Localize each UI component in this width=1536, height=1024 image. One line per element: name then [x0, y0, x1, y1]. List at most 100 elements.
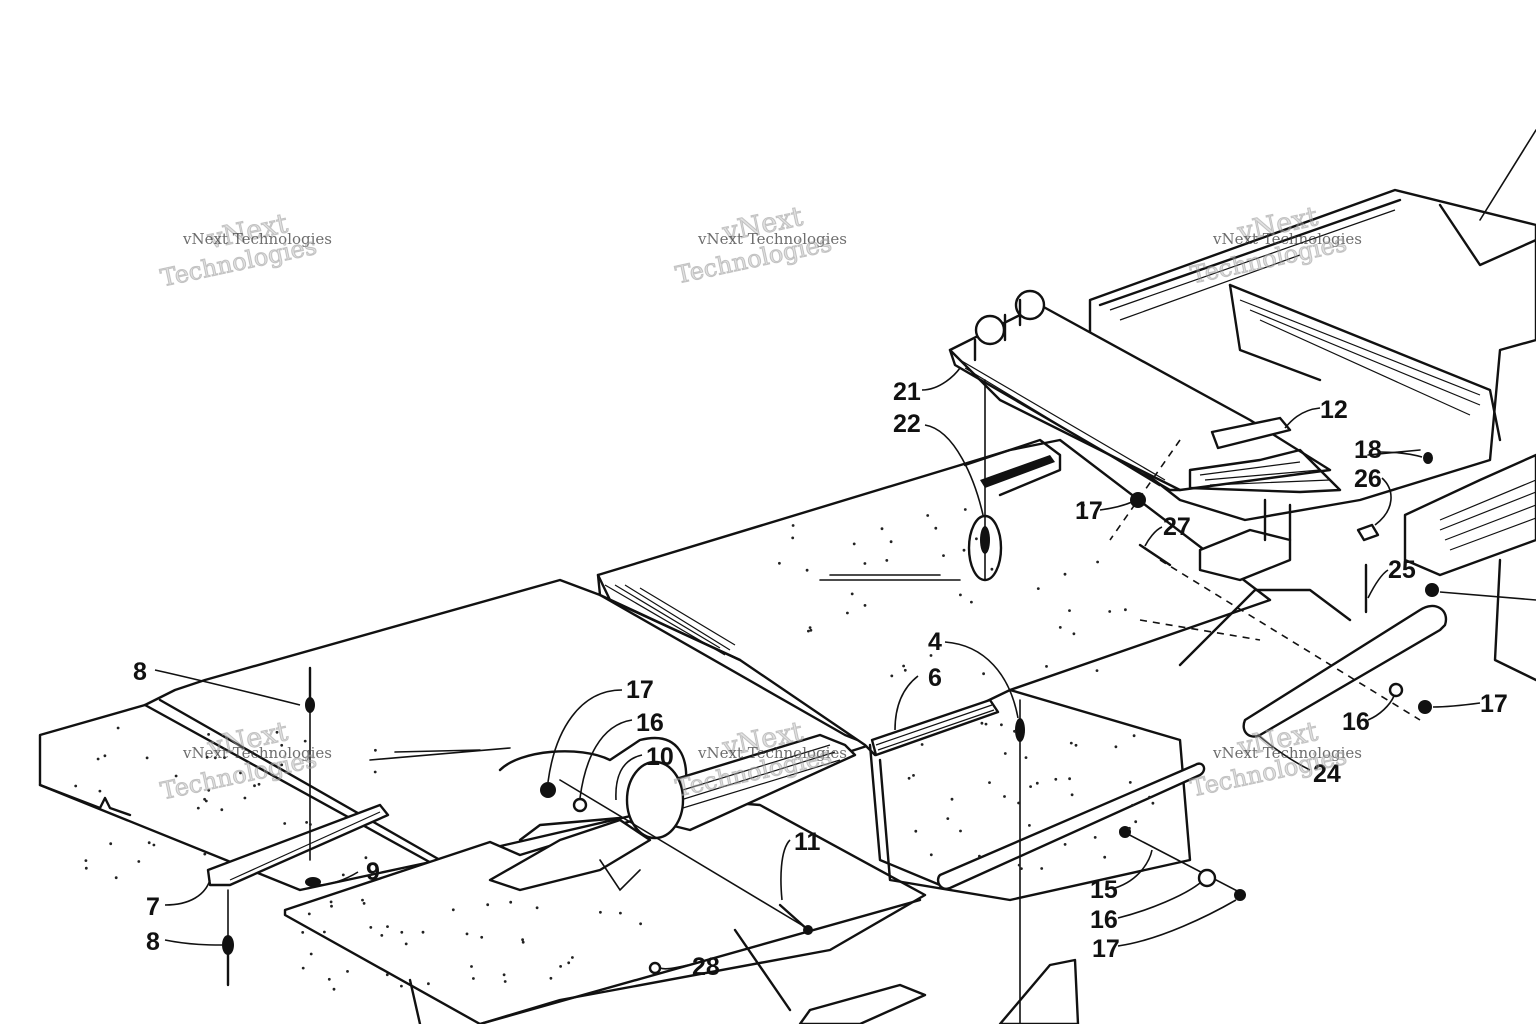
- rivet-dot: [791, 524, 795, 527]
- rivet-dot: [1036, 587, 1040, 590]
- rivet-dot: [280, 763, 284, 767]
- callout-17-right: 17: [1480, 690, 1508, 718]
- rivet-dot: [502, 973, 506, 977]
- rivet-dot: [96, 757, 100, 761]
- callout-16-right: 16: [1342, 708, 1370, 736]
- rivet-dot: [1070, 793, 1074, 797]
- callout-11: 11: [794, 828, 821, 856]
- rivet-dot: [1054, 777, 1058, 781]
- rivet-dot: [942, 554, 945, 557]
- rivet-dot: [846, 611, 849, 615]
- hardware: [222, 452, 1439, 987]
- callout-25: 25: [1388, 556, 1416, 584]
- rivet-dot: [341, 873, 345, 877]
- callout-26: 26: [1354, 465, 1382, 493]
- rivet-dot: [959, 829, 962, 833]
- rivet-dot: [152, 843, 156, 847]
- callout-10: 10: [646, 743, 674, 771]
- rivet-dot: [373, 770, 377, 774]
- rivet-dot: [1082, 503, 1085, 507]
- rivet-dot: [472, 977, 475, 980]
- rivet-dot: [1017, 801, 1020, 805]
- callout-7: 7: [146, 893, 160, 921]
- callout-17-lower: 17: [1092, 935, 1120, 963]
- rivet-dot: [1040, 867, 1044, 870]
- callout-17-left: 17: [626, 676, 654, 704]
- rivet-dot: [116, 726, 120, 730]
- rivet-dot: [480, 935, 484, 939]
- rivet-dot: [1128, 781, 1132, 784]
- callout-labels: 8 7 8 9 17 16 10 11 28 6 4 21 22 12 17 2…: [133, 378, 1508, 981]
- callout-16-left: 16: [636, 709, 664, 737]
- rivet-dot: [84, 866, 88, 870]
- shaft-assembly-10: [488, 733, 857, 892]
- rivet-dot: [521, 938, 524, 942]
- rivet-dot: [98, 789, 102, 793]
- rivet-dot: [307, 912, 311, 916]
- rivet-dot: [470, 965, 473, 968]
- rivet-dot: [207, 788, 211, 792]
- bracket-block: [1198, 498, 1292, 582]
- rivet-dot: [361, 898, 364, 902]
- callout-12: 12: [1320, 396, 1348, 424]
- rivet-dot: [1058, 626, 1062, 629]
- rivet-dot: [1148, 795, 1151, 799]
- rivet-dot: [196, 806, 200, 810]
- rivet-dot: [380, 934, 384, 937]
- rivet-dot: [535, 906, 539, 910]
- rivet-dot: [280, 743, 284, 747]
- rivet-dot: [203, 797, 207, 801]
- rivet-dot: [1045, 665, 1048, 668]
- rivet-dot: [950, 797, 954, 801]
- front-lower-panel: [283, 798, 927, 1024]
- callout-17-upper: 17: [1075, 497, 1103, 525]
- rivet-dot: [332, 987, 336, 991]
- rivet-dot: [204, 799, 208, 803]
- rivet-dots: [74, 503, 1155, 991]
- rivet-dot: [309, 952, 313, 956]
- rod-6: [870, 698, 1000, 757]
- rivet-dot: [1128, 826, 1131, 830]
- rivet-dot: [329, 900, 333, 904]
- rivet-dot: [330, 904, 333, 908]
- rivet-dot: [571, 956, 574, 959]
- rivet-dot: [451, 908, 455, 912]
- rivet-dot: [980, 721, 984, 725]
- rivet-dot: [145, 756, 149, 760]
- rivet-dot: [364, 856, 368, 860]
- rivet-dot: [203, 852, 207, 856]
- pad-12: [1188, 416, 1342, 494]
- rivet-dot: [74, 784, 78, 788]
- rivet-dot: [1103, 855, 1107, 859]
- rivet-dot: [1093, 836, 1097, 839]
- rivet-dot: [174, 774, 178, 778]
- callout-27: 27: [1163, 513, 1191, 541]
- rivet-dot: [1063, 843, 1067, 846]
- rivet-dot: [323, 930, 326, 934]
- rivet-dot: [327, 977, 331, 981]
- rivet-dot: [1063, 572, 1067, 576]
- rivet-dot: [778, 561, 781, 565]
- rivet-dot: [509, 900, 513, 904]
- rivet-dot: [1131, 803, 1134, 807]
- rivet-dot: [1132, 734, 1136, 738]
- rivet-dot: [207, 733, 211, 736]
- rivet-dot: [404, 942, 408, 946]
- grab-bar-24: [1178, 588, 1448, 738]
- callout-9: 9: [366, 858, 380, 886]
- rivet-dot: [213, 756, 217, 760]
- rivet-dot: [275, 730, 279, 734]
- rivet-dot: [137, 860, 141, 863]
- rivet-dot: [1095, 669, 1099, 672]
- rivet-dot: [1114, 745, 1118, 749]
- rivet-dot: [1134, 820, 1138, 824]
- rivet-dot: [559, 965, 562, 968]
- callout-21: 21: [893, 378, 921, 406]
- rivet-dot: [1074, 743, 1078, 747]
- right-footrest: [1403, 453, 1536, 682]
- rivet-dot: [1096, 560, 1099, 564]
- rivet-dot: [1068, 609, 1071, 612]
- rivet-dot: [619, 911, 622, 915]
